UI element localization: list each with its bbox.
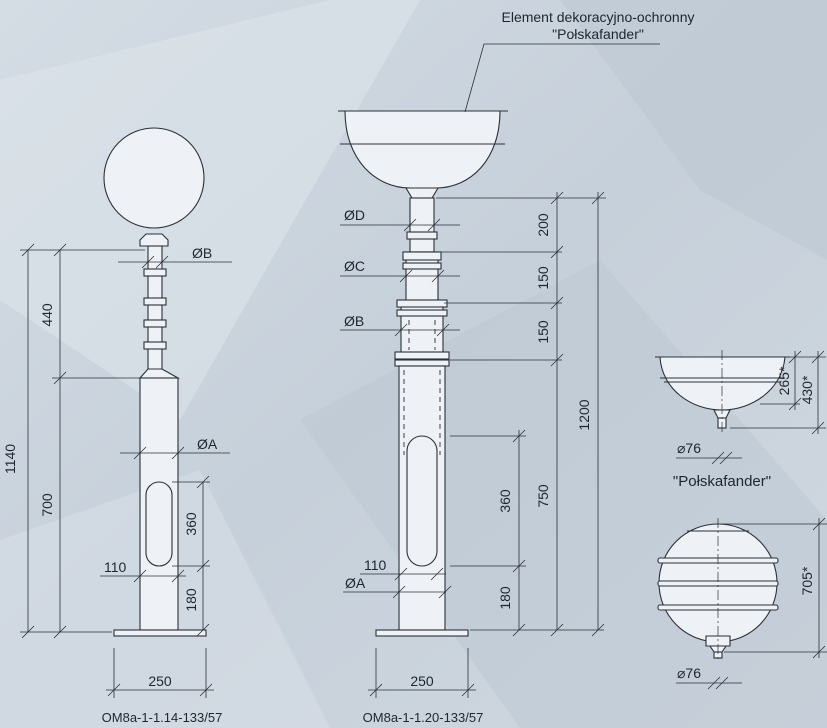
background-facet — [0, 0, 420, 420]
base-plate — [375, 629, 469, 637]
inspection-window — [406, 435, 438, 567]
polskafander-label: "Połskafander" — [673, 473, 771, 490]
polskafander-side-view — [655, 350, 790, 432]
middle-post — [338, 110, 508, 637]
left-dim-440: 440 — [39, 303, 55, 327]
dim-430: 430* — [799, 375, 815, 404]
left-dia-a: ØA — [197, 436, 218, 452]
ring — [396, 309, 448, 317]
ring — [402, 251, 442, 261]
globe-neck — [139, 233, 169, 247]
left-dia-b: ØB — [192, 245, 212, 261]
ring — [143, 268, 167, 277]
element-title-line1: Element dekoracyjno-ochronny — [502, 9, 695, 25]
mid-dia-c: ØC — [344, 258, 365, 274]
bowl-neck — [405, 187, 439, 199]
mid-dim-360: 360 — [497, 489, 513, 513]
left-dim-1140: 1140 — [2, 444, 18, 474]
left-dimensions: 1140 440 700 ØB ØA 360 180 110 250 — [2, 243, 232, 698]
left-dim-180: 180 — [183, 588, 199, 612]
right-top-dimensions: 265* 430* ⌀76 — [676, 350, 826, 465]
mid-dia-a: ØA — [345, 575, 366, 591]
globe-lamp — [103, 127, 205, 229]
upper-tube — [147, 245, 163, 372]
dia-76-top: ⌀76 — [677, 440, 701, 456]
ring — [143, 319, 167, 328]
left-dim-360: 360 — [183, 512, 199, 536]
mid-dim-750: 750 — [535, 484, 551, 508]
ring — [394, 351, 450, 360]
caption-mid: OM8a-1-1.20-133/57 — [363, 710, 484, 725]
leader-line — [464, 43, 660, 113]
ring — [406, 231, 438, 240]
ring — [402, 262, 442, 270]
mid-dim-200: 200 — [535, 213, 551, 237]
mid-dia-b: ØB — [344, 313, 364, 329]
right-bottom-dimensions: 705* ⌀76 — [676, 517, 827, 690]
ring — [394, 359, 450, 367]
left-dim-700: 700 — [39, 493, 55, 517]
dim-705: 705* — [799, 566, 815, 595]
background-facet — [560, 0, 827, 260]
mid-dia-d: ØD — [344, 207, 365, 223]
polskafander-globe-view — [657, 518, 779, 662]
left-dim-110: 110 — [104, 559, 127, 575]
mid-dim-110: 110 — [364, 557, 387, 573]
middle-right-dimensions: 200 150 150 750 1200 360 180 250 — [368, 191, 606, 698]
inspection-window — [145, 481, 173, 567]
mid-dim-1200: 1200 — [576, 399, 592, 430]
mid-dim-150-c: 150 — [535, 266, 551, 290]
mid-dim-250: 250 — [410, 673, 434, 689]
mid-dim-180: 180 — [497, 586, 513, 610]
mid-dim-150-b: 150 — [535, 320, 551, 344]
ring — [396, 299, 448, 308]
dia-76-bottom: ⌀76 — [677, 665, 701, 681]
left-dim-250: 250 — [148, 673, 172, 689]
ring — [143, 341, 167, 350]
base-plate — [113, 629, 207, 637]
element-title-line2: "Połskafander" — [552, 26, 644, 42]
middle-left-dimensions: ØD ØC ØB ØA 110 — [340, 207, 460, 599]
dim-265: 265* — [776, 366, 792, 395]
caption-left: OM8a-1-1.14-133/57 — [102, 710, 223, 725]
ring — [143, 297, 167, 306]
left-post — [103, 127, 207, 637]
